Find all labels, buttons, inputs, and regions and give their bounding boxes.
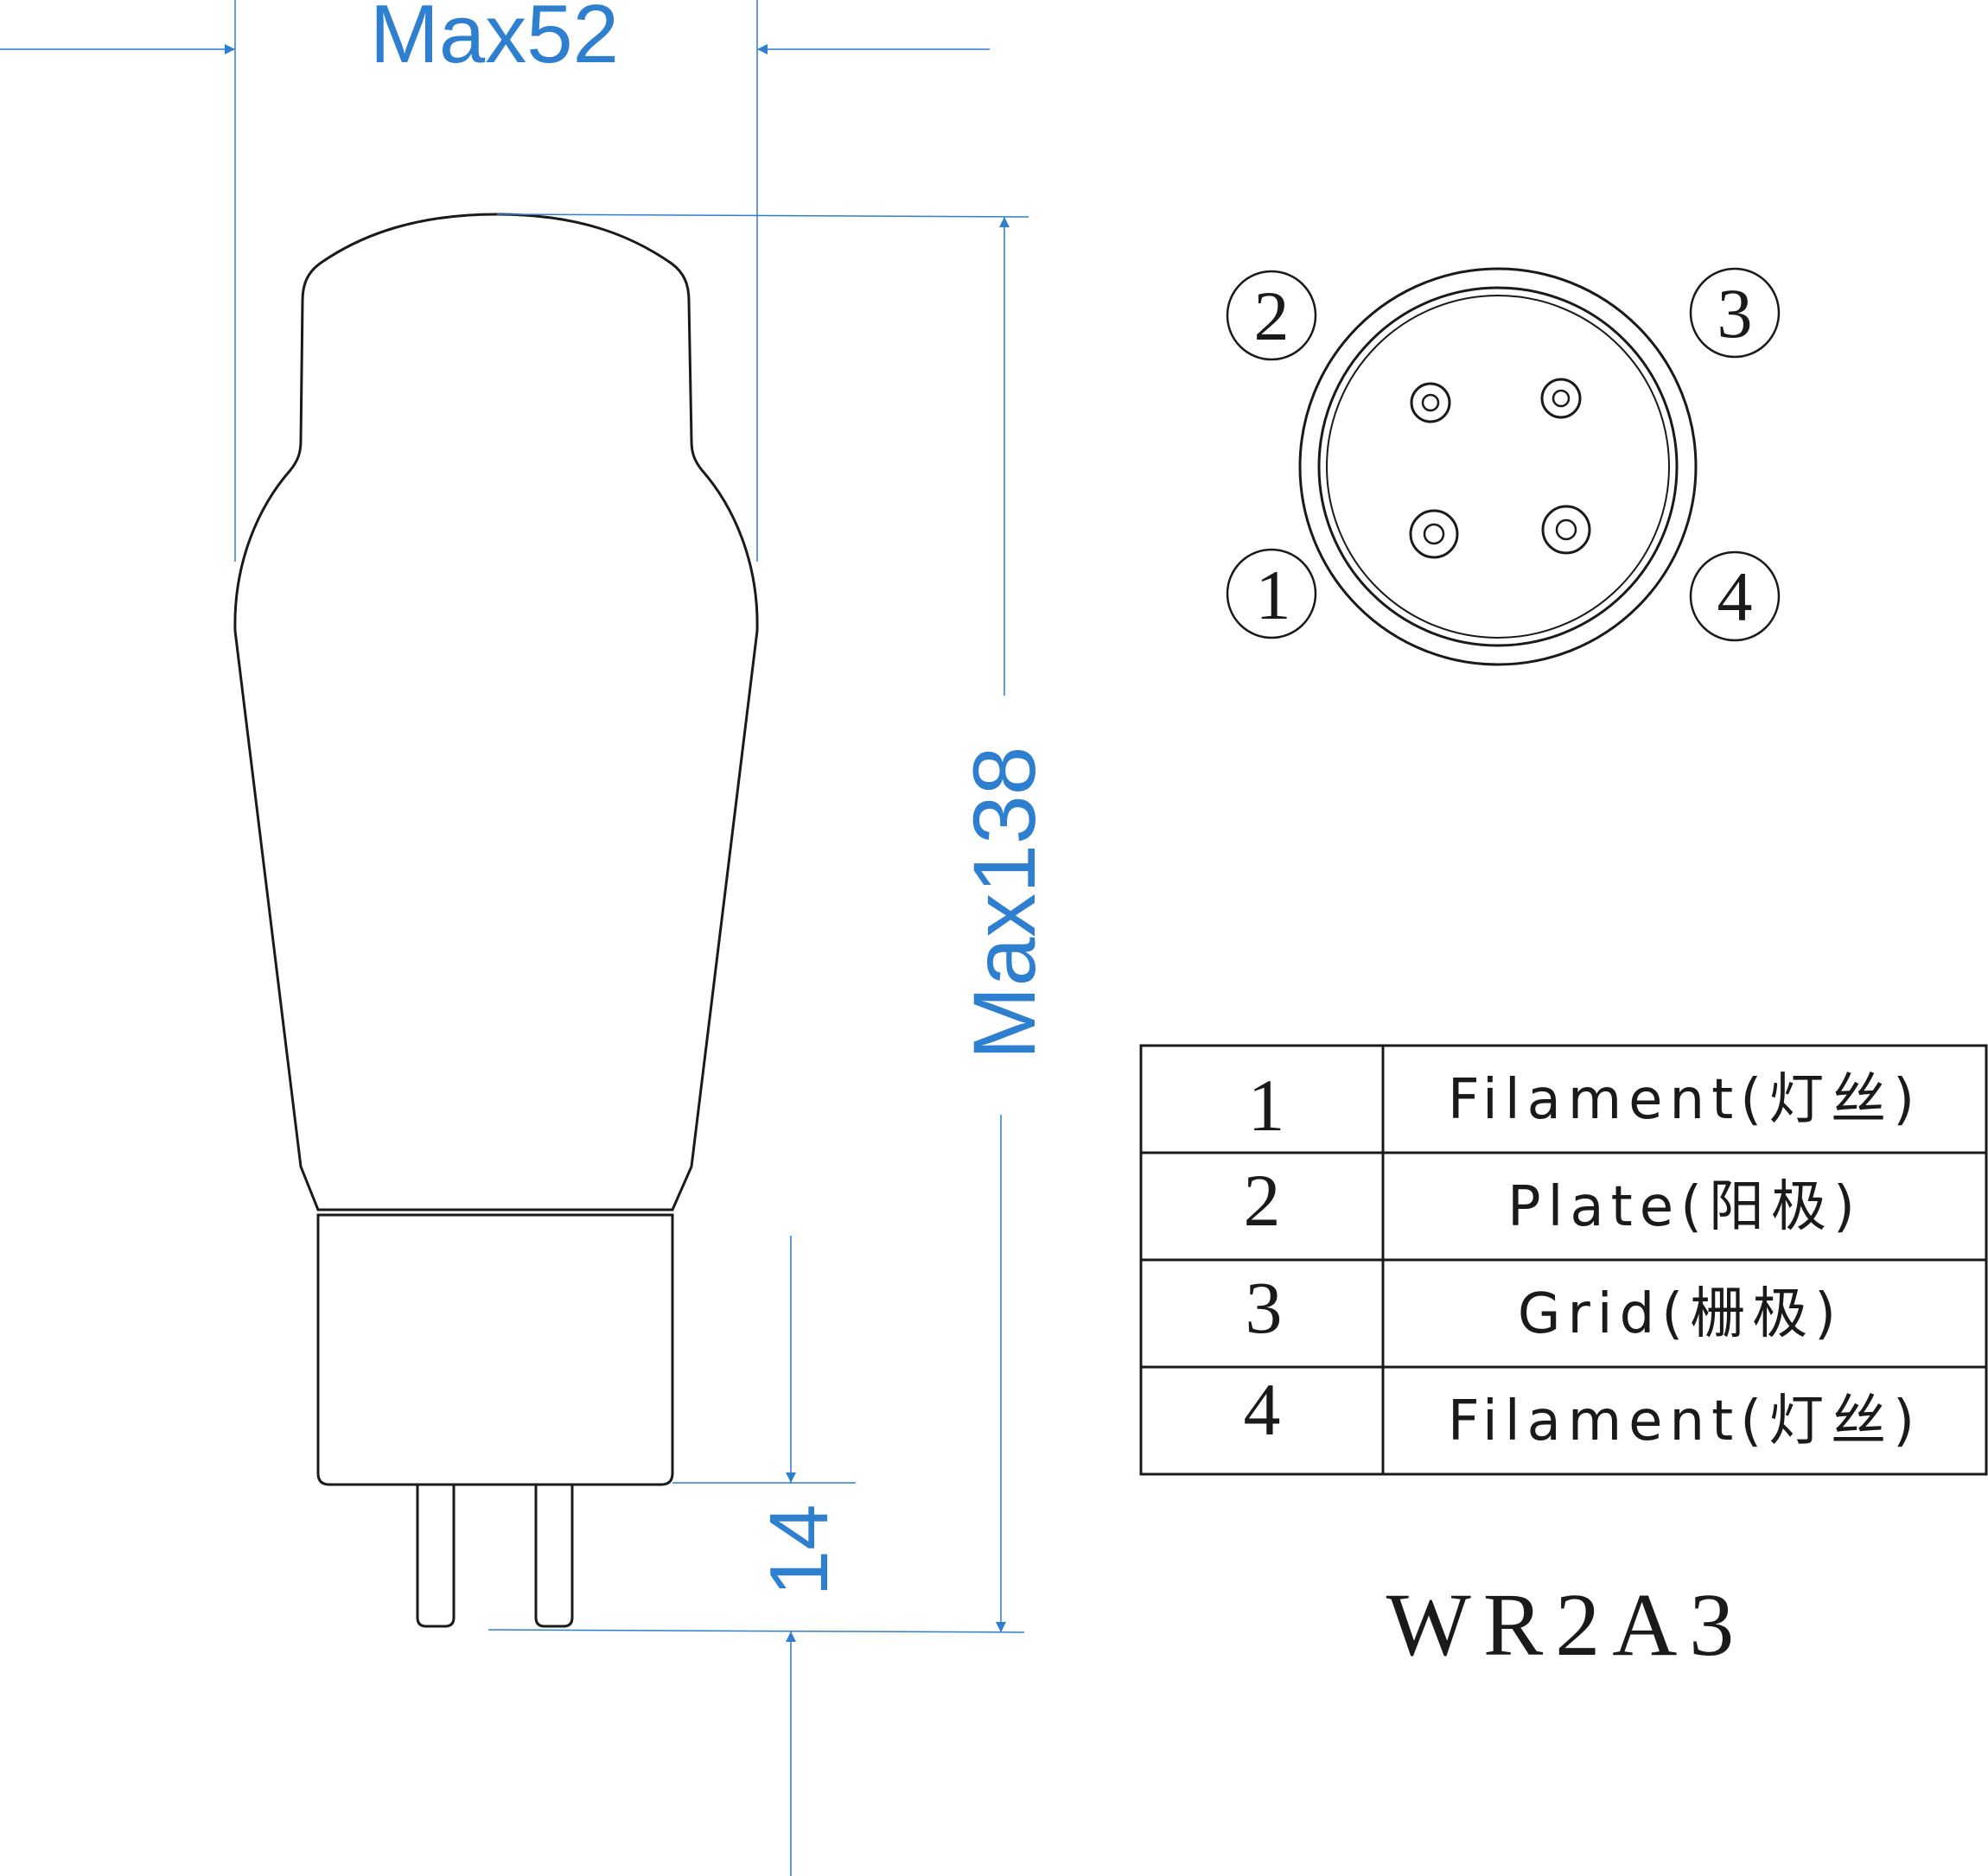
tube-pin-right	[534, 1485, 574, 1628]
pin-badge-2: 2	[1254, 277, 1290, 355]
socket-hole-3	[1540, 378, 1582, 419]
width-dimension-label: Max52	[370, 0, 619, 80]
pin-badge-circle-2	[1226, 270, 1317, 361]
pin-table-row: 4 Filament(灯丝)	[1244, 1368, 1921, 1453]
pin-badge-circle-1	[1226, 548, 1317, 639]
socket-hole-4	[1541, 505, 1591, 555]
pin-badge-4: 4	[1717, 557, 1753, 636]
pin-length-dimension-label: 14	[753, 1504, 845, 1597]
tube-outline	[233, 213, 759, 1628]
pin-table	[1139, 1044, 1988, 1476]
pin-table-pin-number: 1	[1248, 1064, 1285, 1147]
pin-badge-3: 3	[1717, 274, 1753, 353]
pin-table-row: 1 Filament(灯丝)	[1248, 1064, 1921, 1147]
tube-pin-left	[416, 1485, 456, 1628]
glass-envelope	[233, 213, 759, 1211]
socket-bottom-view	[1226, 267, 1781, 666]
pin-table-function: Filament(灯丝)	[1448, 1390, 1921, 1453]
pin-table-pin-number: 3	[1246, 1266, 1283, 1349]
pin-table-function: Plate(阳极)	[1507, 1175, 1862, 1239]
dimension-lines	[0, 0, 1029, 1876]
socket-hole-2	[1410, 382, 1451, 423]
pin-badge-circle-4	[1689, 550, 1781, 642]
height-dimension-label: Max138	[955, 747, 1054, 1060]
pin-badge-circle-3	[1689, 267, 1781, 359]
pin-table-pin-number: 4	[1244, 1368, 1281, 1451]
tube-base	[316, 1213, 674, 1486]
pin-table-row: 3 Grid(栅极)	[1246, 1266, 1843, 1349]
pin-table-pin-number: 2	[1244, 1159, 1281, 1242]
pin-badge-1: 1	[1256, 556, 1291, 634]
pin-table-function: Filament(灯丝)	[1448, 1068, 1921, 1132]
model-name: WR2A3	[1386, 1575, 1747, 1675]
pin-table-row: 2 Plate(阳极)	[1244, 1159, 1862, 1242]
socket-hole-1	[1409, 509, 1459, 559]
pin-table-function: Grid(栅极)	[1518, 1282, 1843, 1346]
